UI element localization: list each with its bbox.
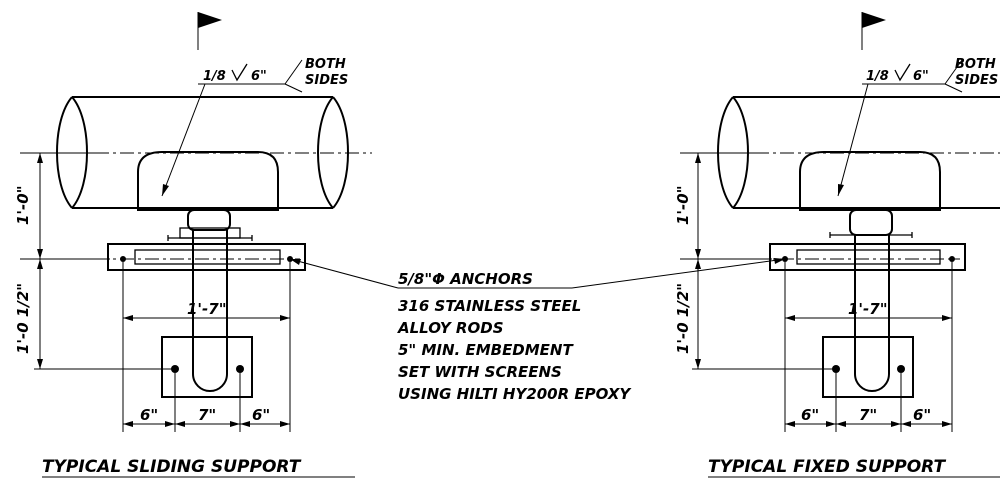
fixed-weld-size: 1/8 [866,69,889,84]
anchor-note-line-5: SET WITH SCREENS [398,363,562,381]
fixed-dim-left: 6" [801,406,819,424]
pipe-saddle [137,151,279,211]
slot [134,249,281,265]
fixed-title: TYPICAL FIXED SUPPORT [708,457,947,477]
fixed-dim-width: 1'-7" [848,300,888,318]
sliding-title: TYPICAL SLIDING SUPPORT [42,457,302,477]
vertical-dimensions [692,152,836,370]
sliding-dim-mid: 7" [198,406,216,424]
anchor-note-line-4: 5" MIN. EMBEDMENT [398,341,574,359]
horizontal-dimensions [784,262,953,432]
weld-symbol [161,12,303,197]
pipe-saddle [799,151,941,211]
sliding-weld-note-1: BOTH [305,57,346,72]
base-plate [769,243,966,271]
sliding-weld-length: 6" [251,69,267,84]
fixed-weld-note-2: SIDES [955,73,998,88]
anchor-note: 5/8"Φ ANCHORS 316 STAINLESS STEEL ALLOY … [289,258,786,403]
sliding-weld-note-2: SIDES [305,73,348,88]
stem-neck [187,209,231,231]
fixed-dim-height-bottom: 1'-0 1/2" [674,283,692,354]
sliding-dim-height-top: 1'-0" [14,185,32,225]
base-plate [107,243,306,271]
fixed-weld-note-1: BOTH [955,57,996,72]
u-stem [192,230,228,392]
sliding-weld-size: 1/8 [203,69,226,84]
stem-neck [849,209,893,236]
horizontal-dimensions [122,262,291,432]
slot [796,249,941,265]
anchor-note-line-1: 5/8"Φ ANCHORS [398,270,533,288]
fixed-dim-mid: 7" [859,406,877,424]
u-stem [854,235,890,392]
sliding-dim-left: 6" [140,406,158,424]
vertical-dimensions [34,152,175,370]
weld-symbol [837,12,963,197]
anchor-note-line-6: USING HILTI HY200R EPOXY [398,385,632,403]
sliding-dim-width: 1'-7" [187,300,227,318]
sliding-dim-height-bottom: 1'-0 1/2" [14,283,32,354]
fixed-weld-length: 6" [913,69,929,84]
fixed-dim-height-top: 1'-0" [674,185,692,225]
fixed-dim-right: 6" [913,406,931,424]
lower-block [161,336,253,398]
lower-block [822,336,914,398]
anchor-note-line-3: ALLOY RODS [397,319,504,337]
sliding-dim-right: 6" [252,406,270,424]
fixed-support-detail [680,12,1000,432]
sliding-support-detail [20,12,372,432]
anchor-leader-right [571,258,786,289]
anchor-note-line-2: 316 STAINLESS STEEL [398,297,581,315]
anchor-leader-left [289,258,399,289]
